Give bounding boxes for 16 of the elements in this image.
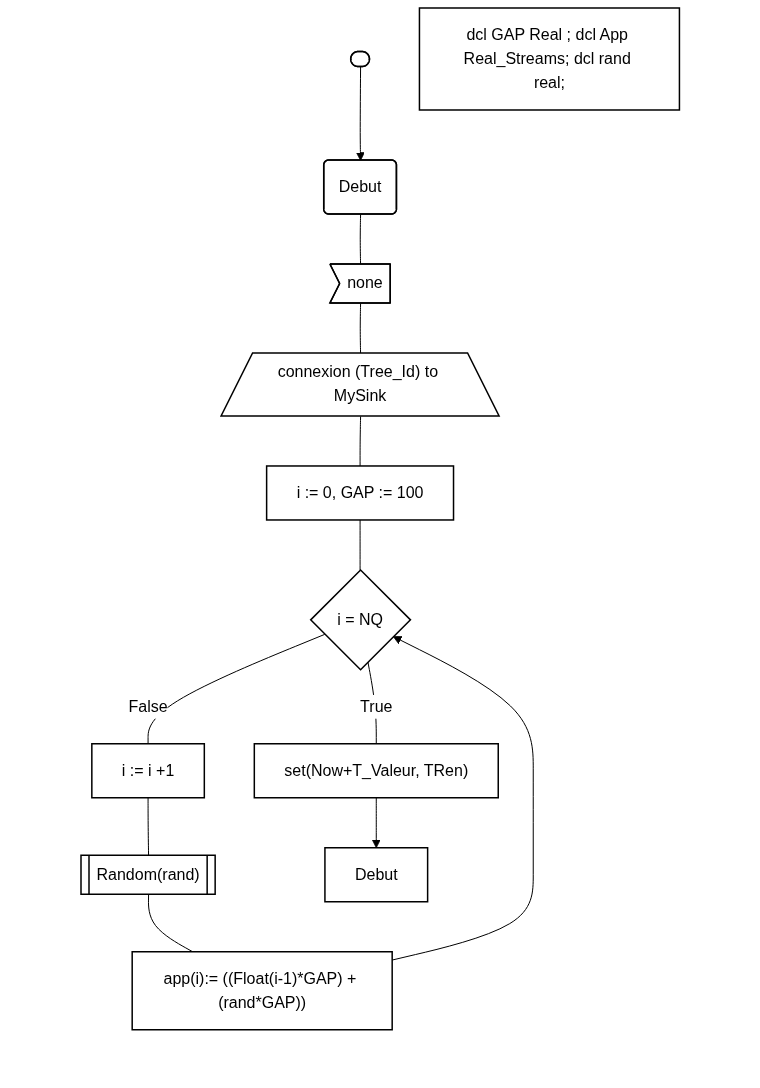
node-box: i := 0, GAP := 100 (265, 465, 455, 521)
node-box: app(i):= ((Float(i-1)*GAP) + (rand*GAP)) (131, 951, 393, 1031)
node-box: set(Now+T_Valeur, TRen) (253, 743, 499, 799)
connector (147, 633, 325, 745)
arrow (391, 636, 534, 961)
connector (147, 894, 193, 953)
connector (359, 416, 361, 467)
node-box: Debut (323, 847, 429, 903)
connector (359, 519, 361, 571)
node-box: i := i +1 (90, 743, 205, 799)
arrow (355, 66, 365, 161)
edge-label: False (128, 697, 168, 715)
node-diamond: i = NQ (309, 568, 412, 671)
node-box: dcl GAP Real ; dcl App Real_Streams; dcl rand real; (418, 7, 680, 111)
arrow (371, 797, 381, 849)
edge-label: True (359, 697, 393, 715)
